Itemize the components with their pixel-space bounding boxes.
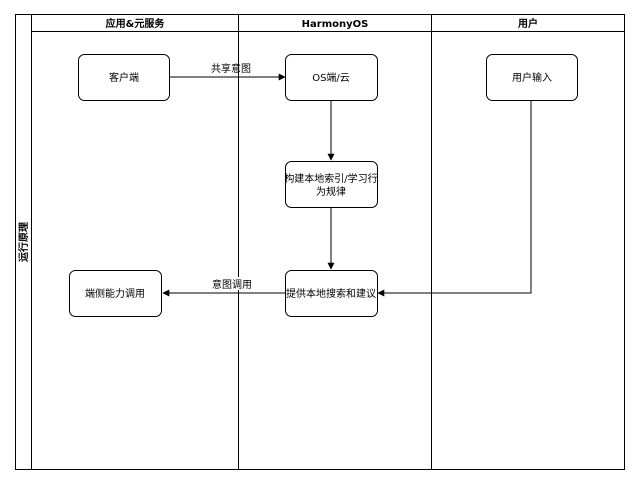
node-provide-search: 提供本地搜索和建议 — [285, 270, 378, 317]
node-user-input: 用户输入 — [486, 54, 578, 101]
node-client-label: 客户端 — [109, 71, 139, 84]
node-provide-search-label: 提供本地搜索和建议 — [286, 287, 376, 300]
pool-label: 运行原理 — [17, 222, 30, 262]
node-os-cloud: OS端/云 — [285, 54, 378, 101]
pool-frame — [15, 14, 625, 470]
node-build-index-label-line2: 为规律 — [316, 185, 346, 198]
node-build-index-label-line1: 构建本地索引/学习行 — [284, 172, 377, 185]
lane-title-apps: 应用&元服务 — [106, 17, 166, 30]
node-device-call-label: 端侧能力调用 — [85, 287, 145, 300]
node-build-index: 构建本地索引/学习行 为规律 — [284, 161, 378, 208]
node-device-call: 端侧能力调用 — [69, 270, 162, 317]
edge-label-bg-intent-call — [210, 277, 254, 290]
edge-label-intent-call: 意图调用 — [212, 278, 252, 291]
node-user-input-label: 用户输入 — [512, 71, 552, 84]
edge-user-input-to-search — [377, 100, 532, 297]
node-os-cloud-label: OS端/云 — [312, 71, 350, 84]
edge-label-share-intent: 共享意图 — [211, 62, 251, 75]
node-client: 客户端 — [78, 54, 170, 101]
lane-title-user: 用户 — [517, 17, 538, 30]
lane-title-harmonyos: HarmonyOS — [302, 19, 369, 30]
